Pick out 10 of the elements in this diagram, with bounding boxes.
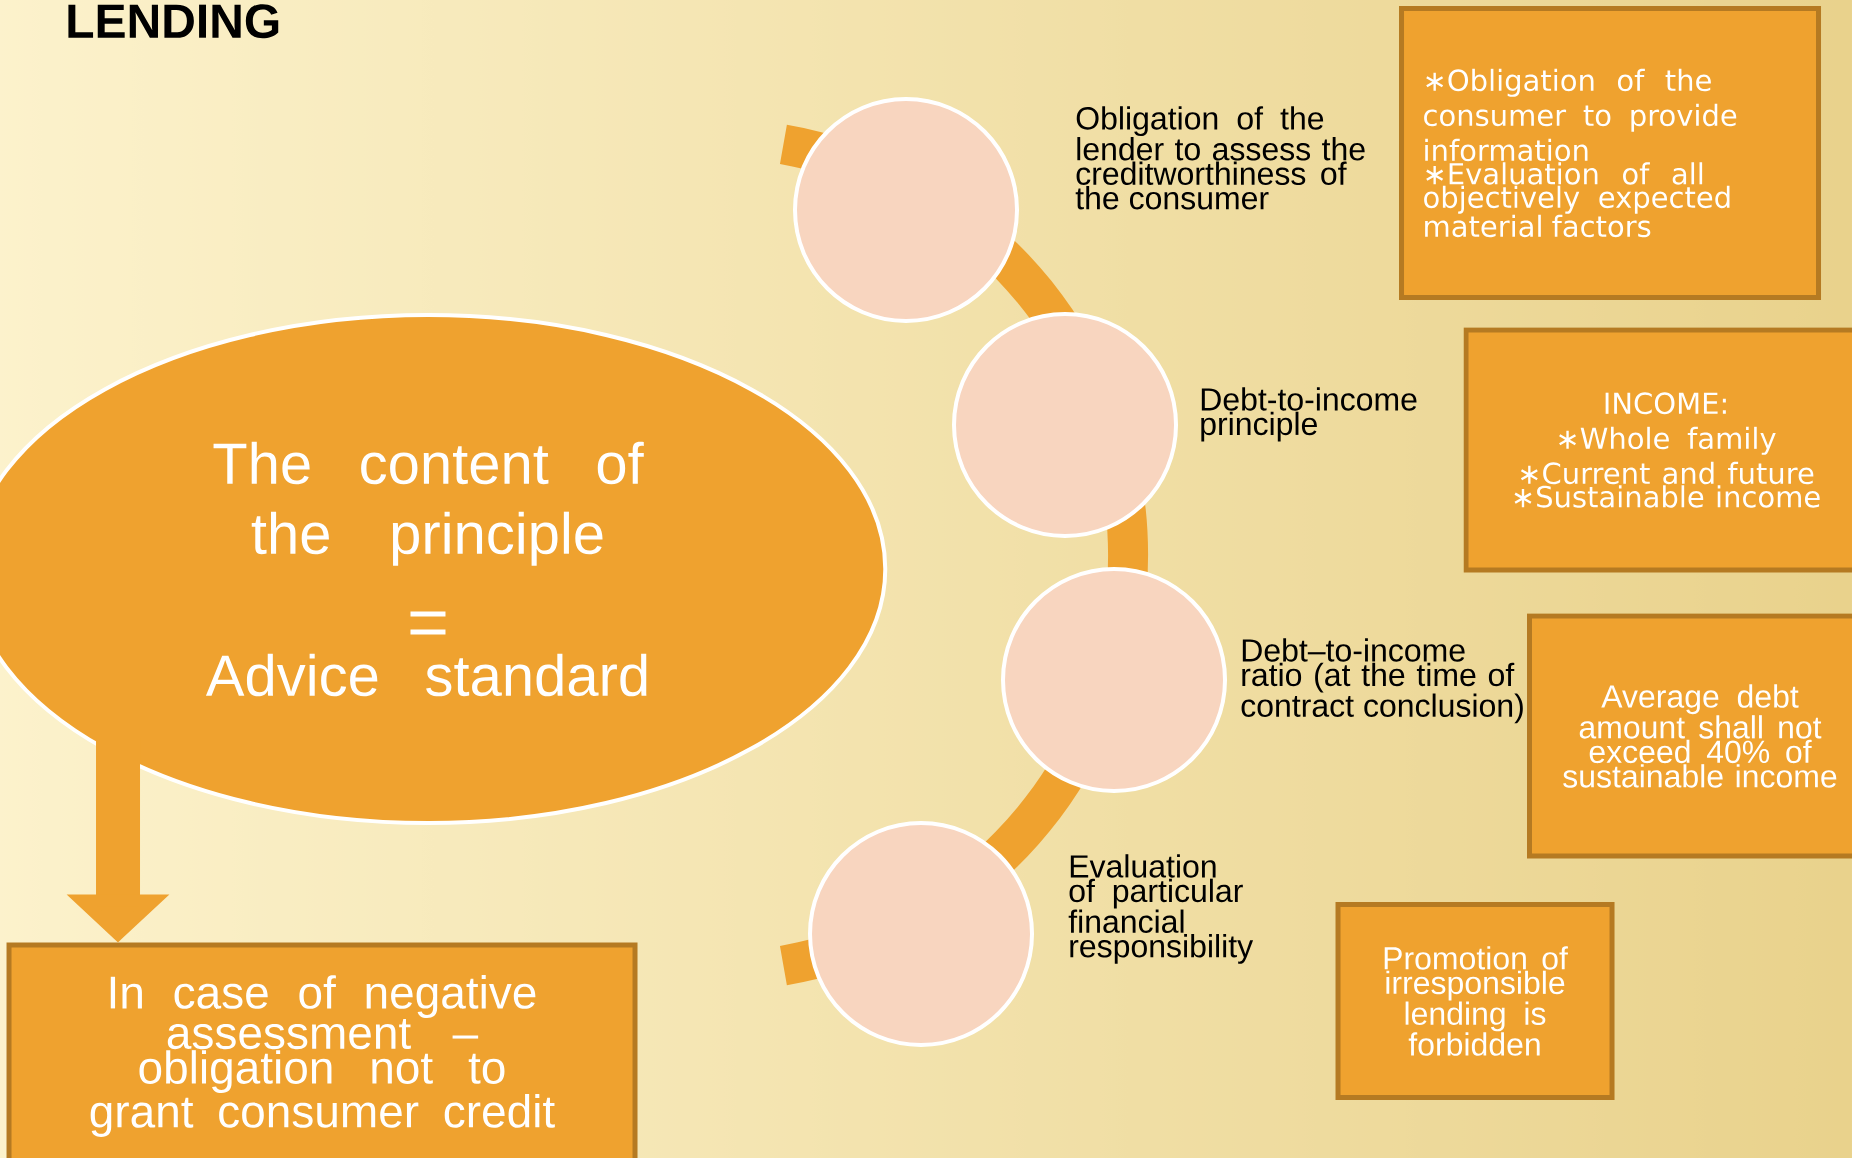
text-box: Average debt amount shall not exceed 40% of sustainable income bbox=[1527, 613, 1852, 859]
circle-label: Evaluation of particular financial responsibility bbox=[1068, 854, 1254, 964]
text-box: INCOME: ∗Whole family ∗Current and future ∗Sustainable income bbox=[1463, 327, 1852, 573]
title: LENDING bbox=[68, 4, 279, 39]
circle-label: Debt–to-income ratio (at the time of contract conclusion) bbox=[1241, 638, 1523, 724]
text-box: ∗Obligation of the consumer to provide information ∗Evaluation of all objectively expected material factors bbox=[1399, 6, 1821, 300]
text-box: Promotion of irresponsible lending is forbidden bbox=[1335, 902, 1615, 1100]
circle-label: Debt-to-income principle bbox=[1201, 387, 1417, 442]
text-box: In case of negative assessment – obligation not to grant consumer credit bbox=[6, 942, 638, 1158]
circle-label: Obligation of the lender to assess the creditworthiness of the consumer bbox=[1075, 106, 1365, 210]
